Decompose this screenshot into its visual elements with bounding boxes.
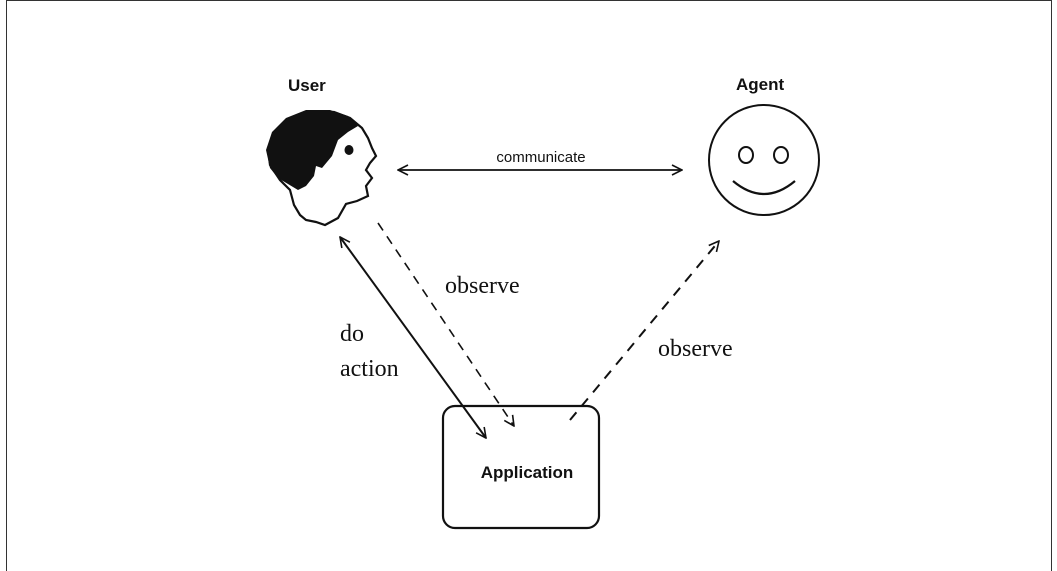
communicate-label: communicate bbox=[496, 149, 585, 166]
user-label: User bbox=[288, 76, 326, 95]
application-label: Application bbox=[481, 463, 574, 482]
do-action-label-line2: action bbox=[340, 356, 399, 382]
user-observe-label: observe bbox=[445, 273, 520, 299]
agent-observe-label: observe bbox=[658, 336, 733, 362]
user-observe-arrow bbox=[377, 222, 514, 426]
diagram-frame bbox=[6, 0, 1052, 571]
agent-label: Agent bbox=[736, 75, 785, 94]
agent-smiley-icon bbox=[708, 104, 820, 216]
do-action-label-line1: do bbox=[340, 321, 364, 347]
agent-observe-arrow bbox=[569, 241, 719, 421]
user-head-icon bbox=[266, 110, 378, 227]
do-action-arrow bbox=[340, 237, 486, 438]
